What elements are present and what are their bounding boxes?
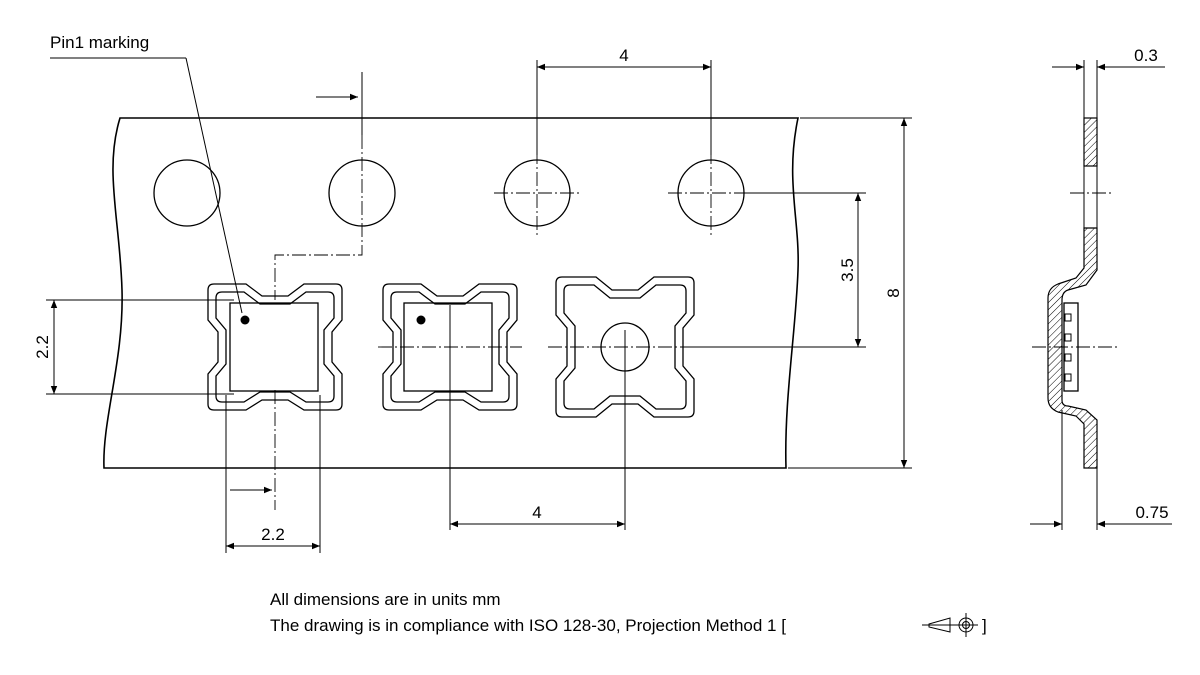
- pocket-height-dimension: [46, 299, 234, 395]
- pocket-1: [207, 283, 343, 411]
- tape-outline: [103, 117, 799, 469]
- pitch-bottom-dimension: [449, 305, 626, 530]
- projection-method-symbol: [922, 613, 978, 637]
- tape-width-dimension: [788, 117, 912, 469]
- tape-thickness-label: 0.3: [1134, 46, 1158, 65]
- pocket-depth-dimension: [1030, 410, 1172, 530]
- note-iso-end: ]: [982, 616, 987, 635]
- tape-width-label: 8: [884, 288, 903, 297]
- hole-position-reference: [230, 72, 363, 510]
- pocket-depth-label: 0.75: [1135, 503, 1168, 522]
- pocket-width-label: 2.2: [261, 525, 285, 544]
- pocket-height-label: 2.2: [33, 335, 52, 359]
- note-iso: The drawing is in compliance with ISO 12…: [270, 616, 786, 635]
- sprocket-hole: [153, 159, 221, 227]
- pitch-top-dimension: [536, 60, 712, 155]
- pin1-leader: [50, 57, 243, 314]
- pin1-dot: [240, 315, 250, 325]
- pitch-bottom-label: 4: [532, 503, 541, 522]
- note-units: All dimensions are in units mm: [270, 590, 501, 609]
- sprocket-holes: [153, 150, 754, 236]
- hole-to-pocket-label: 3.5: [838, 258, 857, 282]
- pitch-top-label: 4: [619, 46, 628, 65]
- tape-thickness-dimension: [1052, 60, 1165, 118]
- pin1-dot: [416, 315, 426, 325]
- hole-to-pocket-dimension: [694, 192, 866, 348]
- pin1-marking-label: Pin1 marking: [50, 33, 149, 52]
- pocket-width-dimension: [225, 395, 321, 553]
- side-view: [1032, 117, 1118, 469]
